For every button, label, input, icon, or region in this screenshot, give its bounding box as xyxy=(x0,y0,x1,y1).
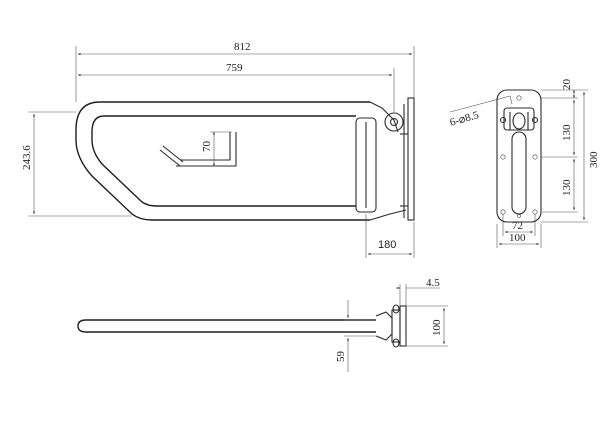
bracket-width-label: 100 xyxy=(431,319,443,336)
plate-dims: 20 130 130 300 xyxy=(541,79,600,223)
plate-width-label: 100 xyxy=(509,232,526,244)
front-view xyxy=(75,97,415,221)
dim-70: 70 xyxy=(201,131,232,167)
dim-812: 812 xyxy=(75,41,415,102)
plate-upper-label: 130 xyxy=(561,124,573,141)
offset-59-label: 59 xyxy=(335,351,347,363)
dim-180-label: 180 xyxy=(378,239,396,251)
plate-height-label: 300 xyxy=(588,151,600,168)
plate-lower-label: 130 xyxy=(561,179,573,196)
plate-top-label: 20 xyxy=(561,79,573,91)
dim-243-6: 243.6 xyxy=(21,111,132,217)
thickness-label: 4.5 xyxy=(426,277,440,289)
hole-spec-label: 6-⌀8.5 xyxy=(449,109,481,129)
dim-759: 759 xyxy=(77,62,395,112)
dim-759-label: 759 xyxy=(226,62,243,74)
hole-callout: 6-⌀8.5 xyxy=(449,95,513,129)
top-view xyxy=(77,304,407,348)
dim-70-label: 70 xyxy=(201,141,213,153)
top-view-dims: 4.5 100 59 xyxy=(335,277,448,372)
plate-hole-spacing-label: 72 xyxy=(512,220,523,232)
plate-dims-bottom: 72 100 xyxy=(496,214,542,248)
wall-plate-view xyxy=(496,89,542,223)
dim-180: 180 xyxy=(365,214,415,258)
dim-812-label: 812 xyxy=(234,41,251,53)
dim-243-6-label: 243.6 xyxy=(21,145,33,170)
